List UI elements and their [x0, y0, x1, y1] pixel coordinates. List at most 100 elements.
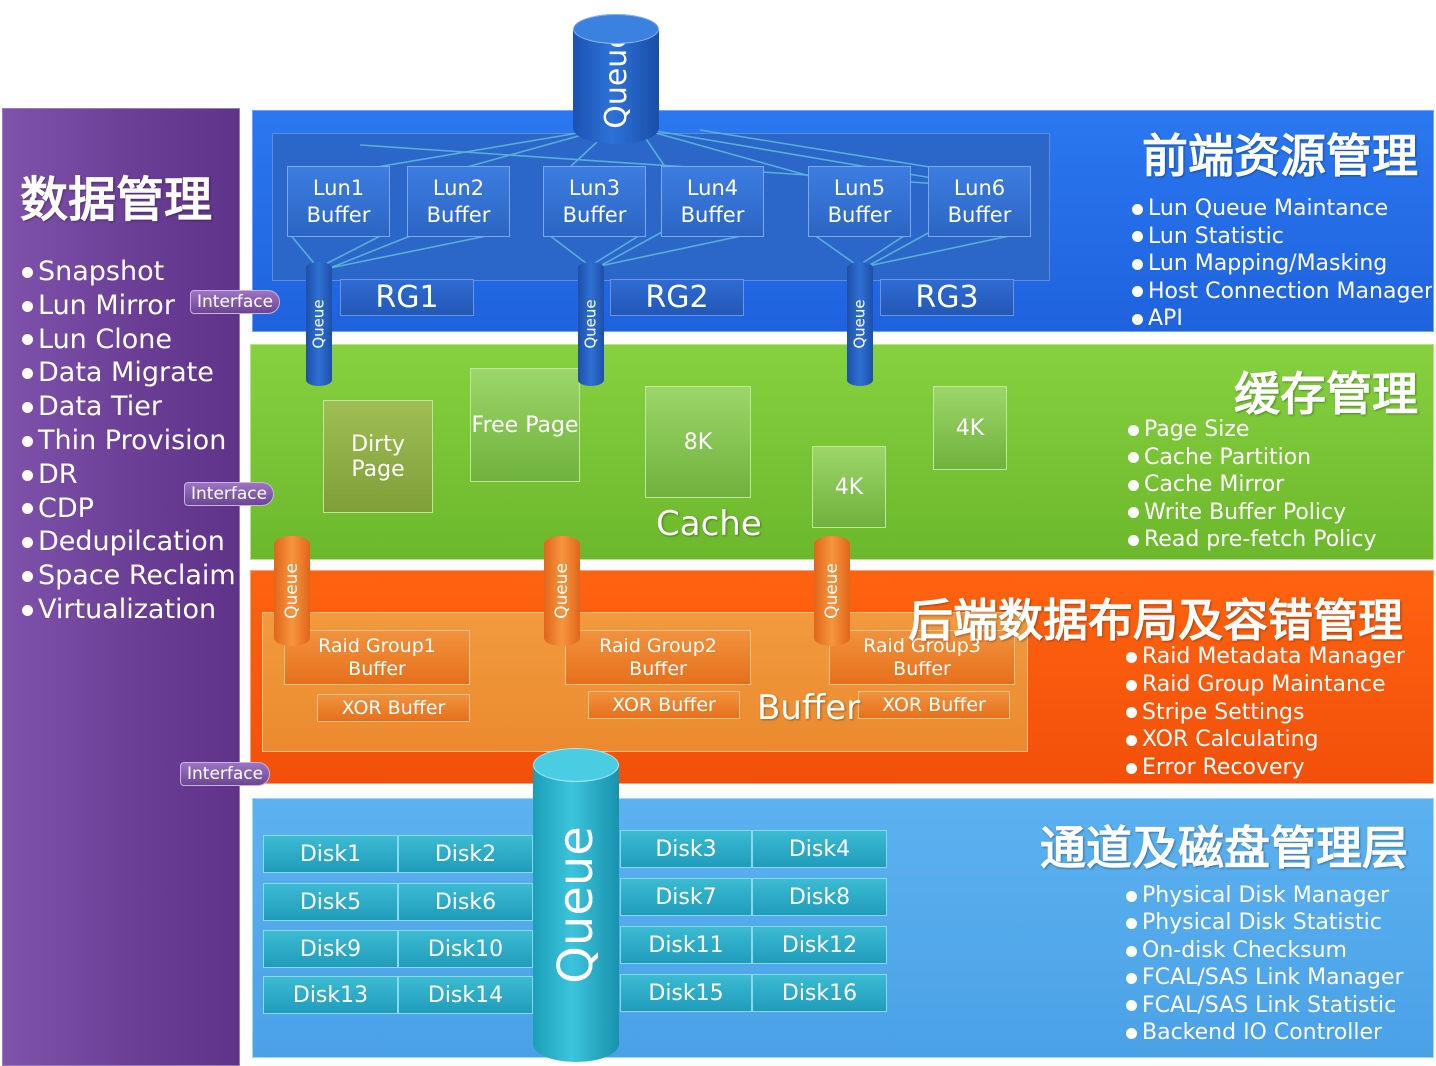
list-item: FCAL/SAS Link Manager — [1126, 964, 1404, 991]
cache-title: 缓存管理 — [1234, 367, 1418, 421]
cache-features: Page Size Cache Partition Cache Mirror W… — [1128, 416, 1377, 554]
page-4k: 4K — [933, 386, 1007, 470]
queue-label: Queue — [548, 826, 604, 984]
disk-tile: Disk4 — [752, 830, 887, 868]
list-item: Cache Partition — [1128, 444, 1377, 472]
disk-layer-title: 通道及磁盘管理层 — [1040, 821, 1408, 875]
disk-tile: Disk14 — [398, 976, 533, 1014]
queue-label: Queue — [310, 299, 328, 349]
raid-group-label: Raid Group3 — [863, 634, 981, 657]
disk-layer-features: Physical Disk Manager Physical Disk Stat… — [1126, 882, 1404, 1046]
list-item: Read pre-fetch Policy — [1128, 526, 1377, 554]
lun-label: Lun3 — [568, 175, 621, 200]
buffer-label: Buffer — [947, 202, 1012, 227]
front-end-title: 前端资源管理 — [1142, 129, 1418, 183]
list-item: API — [1132, 305, 1432, 333]
buffer-label: Buffer — [562, 202, 627, 227]
interface-tab: Interface — [190, 290, 281, 314]
disk-tile: Disk16 — [752, 974, 887, 1012]
queue-cylinder-raid3: Queue — [814, 536, 850, 646]
xor-buffer: XOR Buffer — [858, 691, 1010, 719]
list-item: DR — [22, 458, 236, 492]
list-item: On-disk Checksum — [1126, 937, 1404, 964]
queue-label: Queue — [822, 563, 843, 619]
queue-cylinder-rg2: Queue — [578, 262, 604, 386]
disk-tile: Disk3 — [620, 830, 752, 868]
disk-tile: Disk13 — [263, 976, 398, 1014]
queue-cylinder-raid1: Queue — [274, 536, 310, 646]
buffer-label: Buffer — [827, 202, 892, 227]
queue-label: Queue — [851, 299, 869, 349]
buffer-label: Buffer — [629, 657, 687, 680]
list-item: Lun Queue Maintance — [1132, 195, 1432, 223]
disk-tile: Disk12 — [752, 926, 887, 964]
queue-cylinder-rg3: Queue — [847, 262, 873, 386]
buffer-label: Buffer — [757, 688, 861, 728]
cylinder-top-cap — [533, 748, 619, 782]
backend-title: 后端数据布局及容错管理 — [908, 594, 1404, 647]
buffer-label: Buffer — [306, 202, 371, 227]
rg2-tile: RG2 — [610, 279, 744, 316]
list-item: Lun Mirror — [22, 289, 236, 323]
disk-tile: Disk9 — [263, 930, 398, 968]
list-item: Error Recovery — [1126, 754, 1405, 782]
list-item: Cache Mirror — [1128, 471, 1377, 499]
disk-tile: Disk1 — [263, 835, 398, 873]
list-item: Lun Clone — [22, 323, 236, 357]
raid-group-label: Raid Group1 — [318, 634, 436, 657]
list-item: Stripe Settings — [1126, 699, 1405, 727]
list-item: Page Size — [1128, 416, 1377, 444]
list-item: Raid Group Maintance — [1126, 671, 1405, 699]
queue-cylinder-disk: Queue — [533, 748, 619, 1062]
free-page: Free Page — [470, 368, 580, 482]
queue-label: Queue — [582, 299, 600, 349]
list-item: Write Buffer Policy — [1128, 499, 1377, 527]
xor-buffer: XOR Buffer — [317, 694, 470, 722]
backend-features: Raid Metadata Manager Raid Group Maintan… — [1126, 643, 1405, 782]
raid-group-label: Raid Group2 — [599, 634, 717, 657]
list-item: Raid Metadata Manager — [1126, 643, 1405, 671]
lun-label: Lun4 — [686, 175, 739, 200]
disk-tile: Disk11 — [620, 926, 752, 964]
cache-label: Cache — [656, 504, 762, 544]
list-item: Backend IO Controller — [1126, 1019, 1404, 1046]
disk-tile: Disk5 — [263, 883, 398, 921]
buffer-label: Buffer — [680, 202, 745, 227]
buffer-label: Buffer — [348, 657, 406, 680]
list-item: Lun Statistic — [1132, 223, 1432, 251]
lun-label: Lun2 — [432, 175, 485, 200]
list-item: Thin Provision — [22, 424, 236, 458]
xor-buffer: XOR Buffer — [588, 691, 740, 719]
page-8k: 8K — [645, 386, 751, 498]
cylinder-top-cap — [573, 14, 659, 44]
list-item: Host Connection Manager — [1132, 278, 1432, 306]
front-end-features: Lun Queue Maintance Lun Statistic Lun Ma… — [1132, 195, 1432, 333]
list-item: Dedupilcation — [22, 525, 236, 559]
disk-tile: Disk10 — [398, 930, 533, 968]
list-item: FCAL/SAS Link Statistic — [1126, 992, 1404, 1019]
list-item: Physical Disk Statistic — [1126, 909, 1404, 936]
page-4k: 4K — [812, 446, 886, 528]
list-item: Data Tier — [22, 390, 236, 424]
queue-cylinder-rg1: Queue — [306, 262, 332, 386]
buffer-label: Buffer — [426, 202, 491, 227]
rg1-tile: RG1 — [340, 279, 474, 316]
disk-tile: Disk15 — [620, 974, 752, 1012]
list-item: Virtualization — [22, 593, 236, 627]
lun-label: Lun5 — [833, 175, 886, 200]
dirty-page: Dirty Page — [323, 400, 433, 513]
data-management-panel — [2, 108, 240, 1066]
list-item: Space Reclaim — [22, 559, 236, 593]
list-item: Lun Mapping/Masking — [1132, 250, 1432, 278]
list-item: Physical Disk Manager — [1126, 882, 1404, 909]
queue-cylinder-raid2: Queue — [544, 536, 580, 646]
list-item: XOR Calculating — [1126, 726, 1405, 754]
